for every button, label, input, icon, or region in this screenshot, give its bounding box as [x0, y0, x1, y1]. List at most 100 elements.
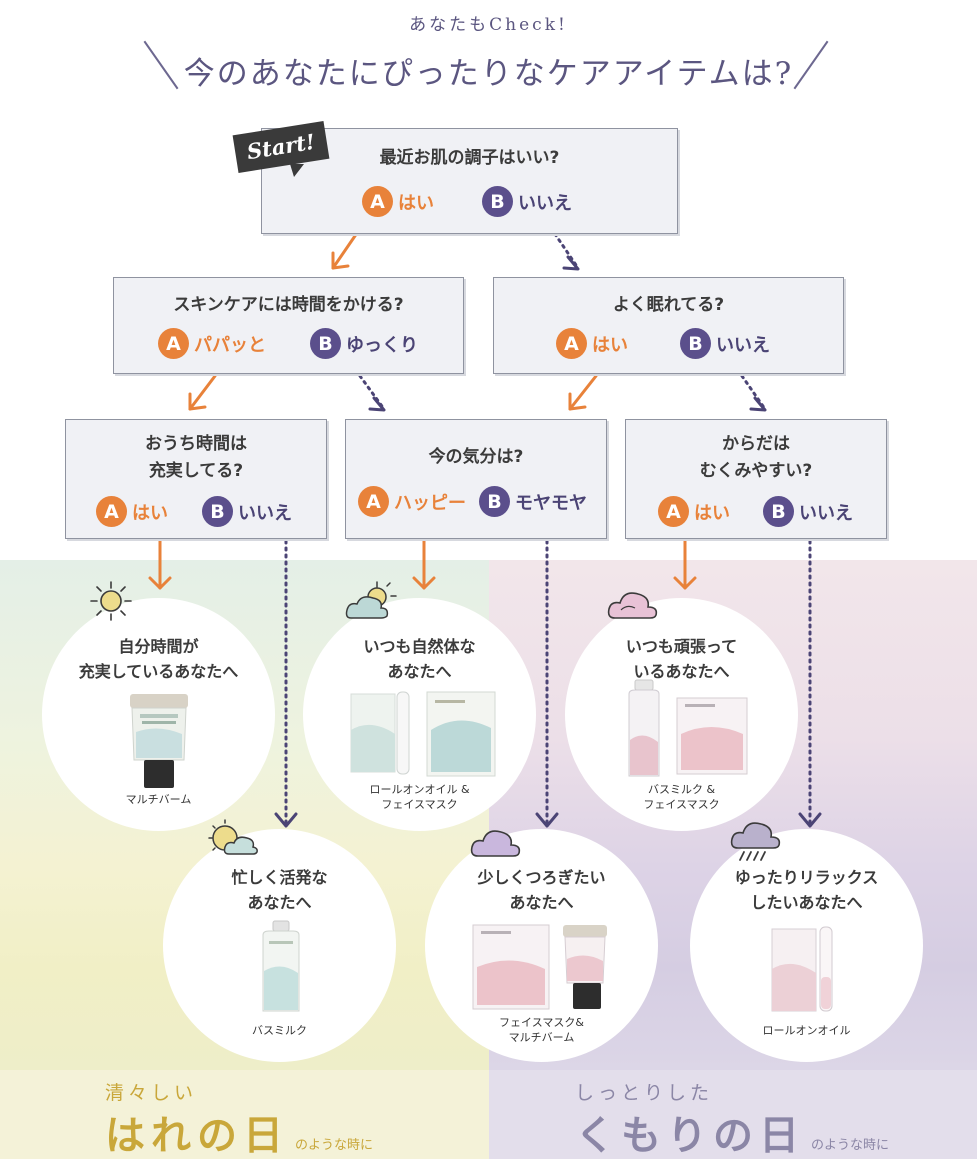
result-caption-line2: マルチバーム	[508, 1031, 575, 1044]
result-card-5[interactable]: 少しくつろぎたい あなたへ フェイスマスク& マルチバーム	[425, 829, 658, 1062]
result-card-1[interactable]: 自分時間が 充実しているあなたへ マルチバーム	[42, 598, 275, 831]
option-a[interactable]: A ハッピー	[358, 486, 466, 517]
option-b[interactable]: B いいえ	[680, 328, 770, 359]
badge-a: A	[158, 328, 189, 359]
result-title-line1: いつも自然体な	[363, 637, 476, 656]
arrow-q2-a	[188, 374, 217, 411]
option-a-label: はい	[592, 334, 628, 356]
badge-b: B	[482, 186, 513, 217]
result-caption: ロールオンオイル	[762, 1024, 851, 1037]
option-b[interactable]: B ゆっくり	[310, 328, 418, 359]
option-a-label: はい	[694, 502, 730, 524]
badge-b: B	[479, 486, 510, 517]
result-caption-line2: フェイスマスク	[643, 798, 720, 811]
question-text: 最近お肌の調子はいい?	[379, 148, 560, 168]
result-caption-line1: バスミルク &	[647, 783, 716, 796]
badge-a: A	[362, 186, 393, 217]
question-text-line2: 充実してる?	[148, 461, 244, 481]
footer-sunny-tail: のような時に	[295, 1138, 374, 1153]
badge-a: A	[96, 496, 127, 527]
option-a[interactable]: A はい	[556, 328, 628, 359]
result-title-line1: 自分時間が	[118, 637, 199, 656]
face-mask-and-multi-balm-image	[472, 924, 607, 1010]
question-text-line2: むくみやすい?	[699, 461, 813, 481]
option-a[interactable]: A パパッと	[158, 328, 266, 359]
result-caption-line1: フェイスマスク&	[499, 1016, 584, 1029]
option-a-label: はい	[132, 502, 168, 524]
result-card-6[interactable]: ゆったりリラックス したいあなたへ ロールオンオイル	[690, 829, 923, 1062]
badge-a: A	[358, 486, 389, 517]
option-a-label: ハッピー	[394, 492, 466, 514]
bath-milk-bottle-image	[262, 920, 300, 1012]
roll-on-oil-and-face-mask-image	[350, 691, 496, 777]
header-subtitle: あなたもCheck!	[409, 15, 568, 35]
bath-milk-and-face-mask-image	[628, 679, 748, 777]
result-title-line2: したいあなたへ	[750, 893, 863, 912]
question-box-2: スキンケアには時間をかける? A パパッと B ゆっくり	[113, 277, 464, 374]
option-a-label: パパッと	[194, 334, 266, 356]
badge-a: A	[556, 328, 587, 359]
option-b[interactable]: B いいえ	[763, 496, 853, 527]
option-a[interactable]: A はい	[658, 496, 730, 527]
question-text-line1: おうち時間は	[145, 434, 247, 454]
option-a[interactable]: A はい	[96, 496, 168, 527]
arrow-q3-a	[568, 374, 598, 411]
roll-on-oil-image	[771, 926, 833, 1012]
option-b[interactable]: B いいえ	[202, 496, 292, 527]
cloud-icon	[607, 592, 658, 619]
option-b-label: いいえ	[518, 192, 572, 214]
footer-sunny: 清々しい はれの日 のような時に	[105, 1078, 373, 1161]
start-tag-tail	[290, 164, 304, 177]
page-title: 今のあなたにぴったりなケアアイテムは?	[183, 56, 794, 92]
option-b[interactable]: B モヤモヤ	[479, 486, 587, 517]
option-b-label: ゆっくり	[346, 334, 418, 356]
footer-cloudy-tail: のような時に	[811, 1138, 890, 1153]
result-card-2[interactable]: いつも自然体な あなたへ ロールオンオイル & フェイスマスク	[303, 598, 536, 831]
rain-cloud-icon	[730, 822, 781, 861]
question-text: スキンケアには時間をかける?	[173, 295, 404, 315]
result-title-line1: ゆったりリラックス	[734, 868, 879, 887]
result-title-line2: あなたへ	[387, 662, 452, 681]
option-b-label: いいえ	[799, 502, 853, 524]
question-text: よく眠れてる?	[612, 295, 725, 315]
footer-sunny-big: はれの日	[105, 1112, 289, 1159]
question-text-line1: からだは	[722, 434, 790, 454]
result-card-4[interactable]: 忙しく活発な あなたへ バスミルク	[163, 829, 396, 1062]
footer-cloudy: しっとりした くもりの日 のような時に	[575, 1078, 889, 1161]
sunny-footer-band	[0, 1070, 489, 1159]
result-caption-line2: フェイスマスク	[381, 798, 458, 811]
multi-balm-tube-image	[130, 694, 188, 788]
footer-cloudy-small: しっとりした	[575, 1082, 714, 1104]
sun-cloud-icon	[345, 581, 397, 619]
result-caption: バスミルク	[252, 1024, 307, 1037]
result-caption: マルチバーム	[125, 793, 192, 806]
result-title-line1: 忙しく活発な	[231, 868, 328, 887]
footer-sunny-small: 清々しい	[105, 1082, 198, 1104]
badge-a: A	[658, 496, 689, 527]
option-a-label: はい	[398, 192, 434, 214]
result-title-line2: いるあなたへ	[633, 662, 730, 681]
question-text: 今の気分は?	[428, 447, 524, 467]
question-box-4: おうち時間は 充実してる? A はい B いいえ	[65, 419, 327, 539]
badge-b: B	[680, 328, 711, 359]
result-card-3[interactable]: いつも頑張って いるあなたへ バスミルク & フェイスマスク	[565, 598, 798, 831]
option-b-label: モヤモヤ	[515, 492, 587, 514]
sun-icon	[90, 581, 132, 621]
option-b-label: いいえ	[716, 334, 770, 356]
result-title-line2: あなたへ	[247, 893, 312, 912]
option-b[interactable]: B いいえ	[482, 186, 572, 217]
question-box-1: 最近お肌の調子はいい? A はい B いいえ	[261, 128, 678, 234]
question-box-3: よく眠れてる? A はい B いいえ	[493, 277, 844, 374]
cloudy-footer-band	[489, 1070, 977, 1159]
question-box-5: 今の気分は? A ハッピー B モヤモヤ	[345, 419, 607, 539]
cloud-icon-2	[470, 830, 521, 857]
option-b-label: いいえ	[238, 502, 292, 524]
cloud-sun-icon	[208, 819, 258, 855]
question-box-6: からだは むくみやすい? A はい B いいえ	[625, 419, 887, 539]
result-title-line2: 充実しているあなたへ	[78, 662, 239, 681]
result-title-line1: いつも頑張って	[625, 637, 738, 656]
badge-b: B	[202, 496, 233, 527]
footer-cloudy-big: くもりの日	[575, 1112, 805, 1159]
option-a[interactable]: A はい	[362, 186, 434, 217]
